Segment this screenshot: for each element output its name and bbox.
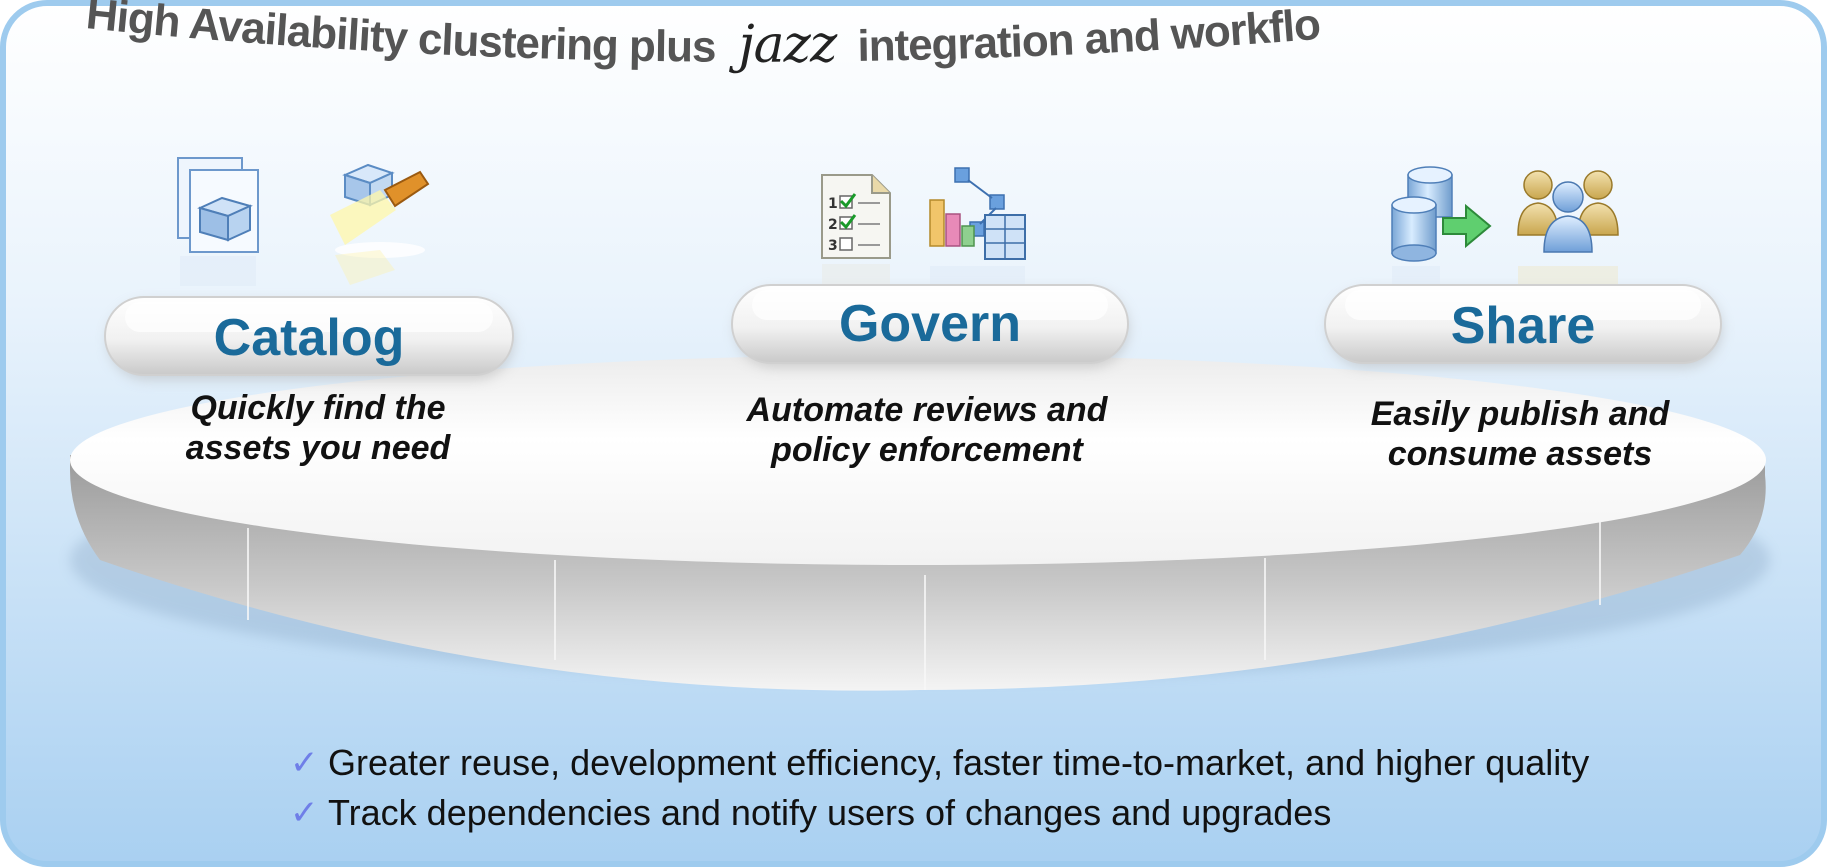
flashlight-icon [330, 163, 430, 285]
pillar-description-catalog: Quickly find the assets you need [118, 388, 518, 468]
pillar-label-share: Share [1450, 297, 1596, 355]
share-pill [1324, 284, 1722, 368]
benefits-list: ✓ Greater reuse, development efficiency,… [290, 738, 1750, 838]
description-line: policy enforcement [771, 431, 1083, 469]
benefit-text: Track dependencies and notify users of c… [328, 792, 1332, 833]
svg-text:2: 2 [828, 217, 838, 233]
stacked-boxes-icon [177, 157, 259, 286]
pillar-label-govern: Govern [838, 295, 1022, 353]
svg-text:High Availability clustering p: High Availability clustering plus jazz i… [0, 0, 1322, 75]
rim-segments [247, 520, 1601, 690]
check-icon: ✓ [290, 793, 319, 833]
checklist-icon: 1 2 3 [821, 174, 891, 284]
catalog-pill [104, 296, 514, 380]
pillar-description-share: Easily publish and consume assets [1310, 394, 1730, 474]
description-line: assets you need [185, 429, 451, 467]
description-line: Quickly find the [190, 389, 446, 427]
check-icon: ✓ [290, 743, 319, 783]
platform-band: High Availability clustering plus jazz i… [0, 0, 1323, 75]
jazz-logo: jazz [729, 14, 839, 75]
govern-pill [731, 284, 1129, 368]
description-line: consume assets [1387, 435, 1653, 473]
benefit-text: Greater reuse, development efficiency, f… [328, 742, 1590, 783]
benefit-item: ✓ Track dependencies and notify users of… [290, 788, 1750, 838]
svg-text:1: 1 [828, 196, 838, 212]
users-group-icon [1517, 170, 1619, 284]
description-line: Automate reviews and [746, 391, 1108, 429]
description-line: Easily publish and [1370, 395, 1670, 433]
database-transfer-icon [1391, 166, 1492, 284]
pillar-description-govern: Automate reviews and policy enforcement [712, 390, 1142, 470]
pillar-label-catalog: Catalog [213, 309, 405, 367]
svg-text:3: 3 [828, 238, 838, 254]
benefit-item: ✓ Greater reuse, development efficiency,… [290, 738, 1750, 788]
platform-text-before: High Availability clustering plus [84, 0, 716, 72]
platform-top [70, 355, 1766, 565]
workflow-chart-icon [929, 167, 1026, 284]
